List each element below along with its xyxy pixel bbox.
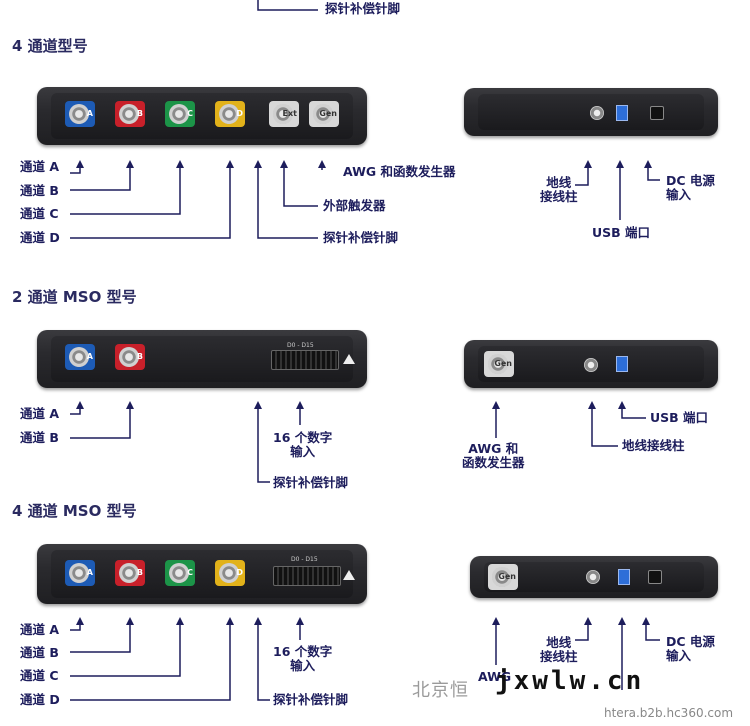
label-awg: AWG 和函数发生器 [343,164,456,179]
awg-connector: Gen [484,351,514,377]
digital-range-text: D0 - D15 [291,556,318,563]
warning-icon [343,354,355,364]
label-channel-d: 通道 D [20,692,60,707]
rear-panel-2ch-mso: Gen [464,340,718,388]
channel-c-connector: C [165,101,195,127]
usb-port [616,105,628,121]
label-ext-trigger: 外部触发器 [323,198,386,213]
channel-a-connector: A [65,101,95,127]
channel-a-connector: A [65,560,95,586]
digital-range-text: D0 - D15 [287,342,314,349]
front-panel-4ch: A B C D Ext Gen [37,87,367,145]
label-ground-post: 地线接线柱 [622,438,685,453]
channel-d-connector: D [215,101,245,127]
ext-trigger-connector: Ext [269,101,299,127]
top-probe-label: 探针补偿针脚 [325,1,401,16]
ground-terminal [586,570,600,584]
dc-power-jack [650,106,664,120]
label-awg: AWG 和 函数发生器 [462,441,525,470]
usb-port [618,569,630,585]
label-channel-d: 通道 D [20,230,60,245]
section-title-4ch-mso: 4 通道 MSO 型号 [12,502,137,520]
label-channel-a: 通道 A [20,159,60,174]
label-ground-post: 地线 接线柱 [540,175,578,204]
label-channel-b: 通道 B [20,645,59,660]
label-dc-input: DC 电源 输入 [666,173,715,202]
channel-b-connector: B [115,344,145,370]
label-channel-a: 通道 A [20,406,60,421]
warning-icon [343,570,355,580]
label-channel-c: 通道 C [20,668,59,683]
awg-connector: Gen [488,564,518,590]
label-digital-inputs: 16 个数字 输入 [273,430,333,459]
channel-b-connector: B [115,101,145,127]
label-usb-port: USB 端口 [592,225,651,240]
front-panel-2ch-mso: A B D0 - D15 [37,330,367,388]
channel-d-connector: D [215,560,245,586]
label-digital-inputs: 16 个数字 输入 [273,644,333,673]
rear-panel-4ch [464,88,718,136]
label-channel-c: 通道 C [20,206,59,221]
label-ground-post: 地线 接线柱 [540,635,578,664]
label-channel-a: 通道 A [20,622,60,637]
digital-inputs-connector [273,566,341,586]
section-title-4ch: 4 通道型号 [12,37,88,55]
front-panel-4ch-mso: A B C D D0 - D15 [37,544,367,604]
awg-connector: Gen [309,101,339,127]
label-awg: AWG [478,669,512,684]
label-probe-comp: 探针补偿针脚 [273,475,349,490]
digital-inputs-connector [271,350,339,370]
dc-power-jack [648,570,662,584]
section-title-2ch-mso: 2 通道 MSO 型号 [12,288,137,306]
label-channel-b: 通道 B [20,183,59,198]
ground-terminal [590,106,604,120]
watermark-company: 北京恒 [412,680,469,701]
rear-panel-4ch-mso: Gen [470,556,718,598]
label-usb-port: USB 端口 [650,410,709,425]
label-probe-comp: 探针补偿针脚 [323,230,399,245]
channel-a-connector: A [65,344,95,370]
label-probe-comp: 探针补偿针脚 [273,692,349,707]
label-dc-input: DC 电源 输入 [666,634,715,663]
watermark-url: htera.b2b.hc360.com [604,706,734,720]
label-channel-b: 通道 B [20,430,59,445]
watermark-site: jxwlw.cn [495,666,645,696]
channel-c-connector: C [165,560,195,586]
ground-terminal [584,358,598,372]
channel-b-connector: B [115,560,145,586]
usb-port [616,356,628,372]
